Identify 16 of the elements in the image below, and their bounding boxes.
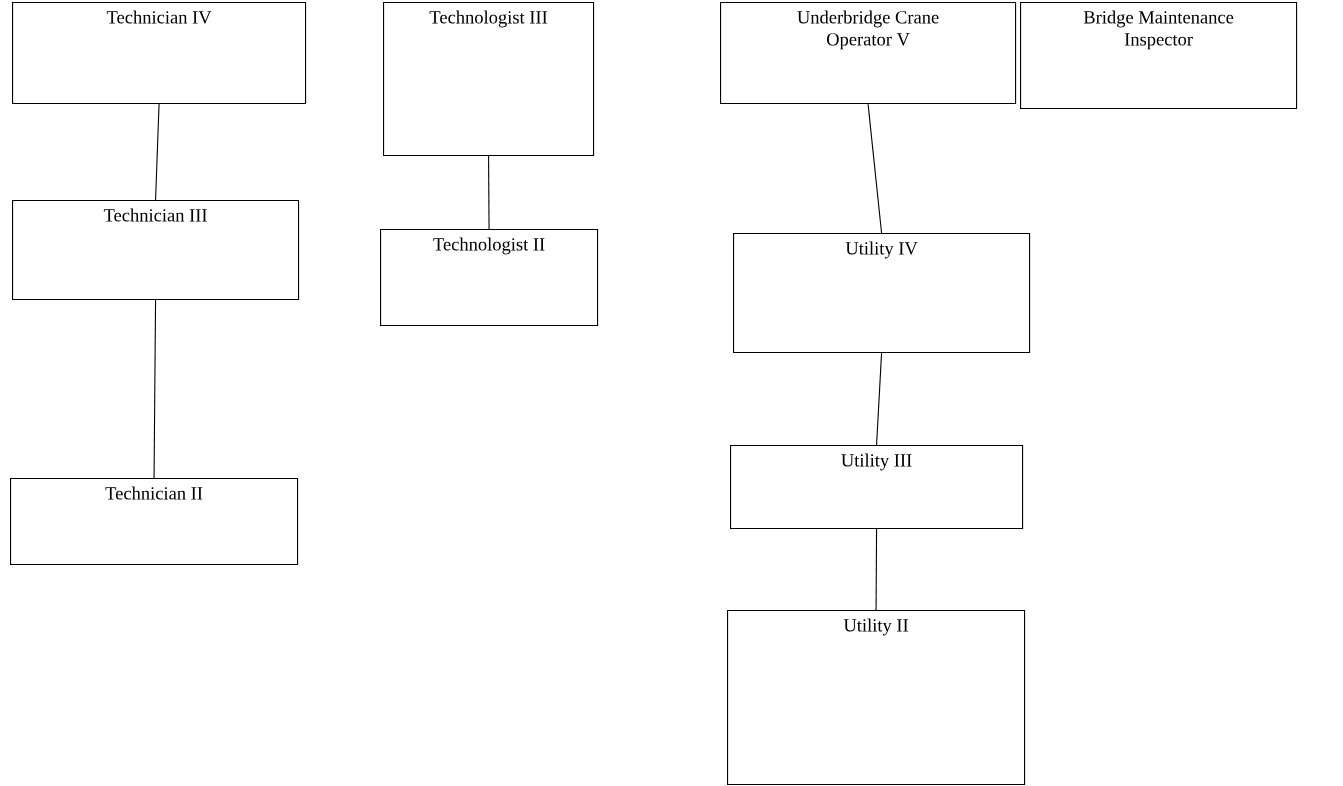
connector-line xyxy=(876,352,883,446)
job-box: Utility III xyxy=(730,445,1024,530)
job-box: Technologist III xyxy=(383,2,595,157)
connector-line xyxy=(153,299,157,479)
connector-line xyxy=(867,103,883,234)
job-box: Technician IV xyxy=(12,2,307,105)
job-box: Bridge Maintenance Inspector xyxy=(1020,2,1298,110)
job-box: Technologist II xyxy=(380,229,599,327)
connector-line xyxy=(875,528,878,611)
connector-line xyxy=(488,155,490,230)
job-box: Technician III xyxy=(12,200,300,301)
connector-line xyxy=(155,103,160,201)
job-box: Utility IV xyxy=(733,233,1031,354)
job-box: Technician II xyxy=(10,478,299,566)
job-box: Utility II xyxy=(727,610,1026,786)
job-box: Underbridge Crane Operator V xyxy=(720,2,1017,105)
